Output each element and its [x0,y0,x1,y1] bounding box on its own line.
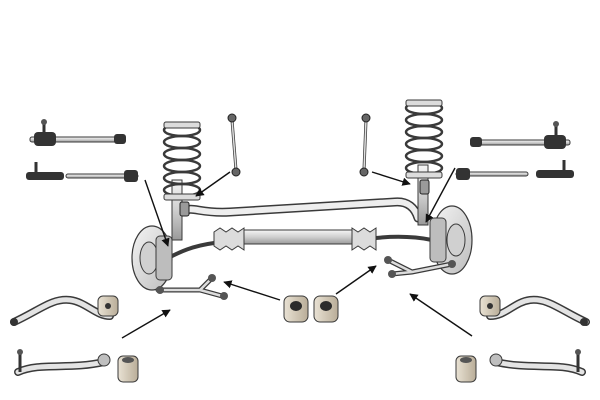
bushing-left [117,355,139,383]
brake-disc-left [131,225,173,291]
rack-boot-right [351,227,377,251]
control-arm-right-upper [479,295,590,326]
strut-spring-right [404,99,444,226]
control-arm-assembled-left [155,274,228,300]
bushing-center-right [313,295,339,323]
arrow-bushing-to-arm-left [223,280,281,301]
arrow-stab-link-right [371,171,411,186]
brake-disc-right [429,205,473,275]
coil-spring-left [162,122,202,198]
tie-rod-end-right-upper [470,121,571,149]
tie-rod-end-left-upper [29,119,126,146]
arrow-tie-rod-left [144,179,170,247]
stabilizer-bar [180,197,423,223]
bushing-center-left [283,295,309,323]
arrow-bushing-to-arm-right [335,265,377,295]
tie-rod-end-left-lower [26,162,139,182]
arrow-arm-left [121,309,171,339]
arrow-arm-right [409,293,473,337]
stabilizer-link-left [179,113,241,217]
rack-boot-left [213,227,245,251]
tie-rod-end-right-lower [455,160,574,180]
control-arm-left-lower [14,349,111,376]
strut-spring-left [162,121,202,241]
control-arm-right-lower [489,349,586,376]
stabilizer-link-right [359,113,430,195]
control-arm-assembled-right [384,256,456,278]
control-arm-left-upper [10,295,119,326]
bushing-right [455,355,477,383]
arrow-tie-rod-right [425,167,456,223]
arrow-stab-link-left [195,171,231,197]
coil-spring-right [404,100,444,176]
steering-rack [167,227,433,260]
pointer-arrows [121,167,473,339]
